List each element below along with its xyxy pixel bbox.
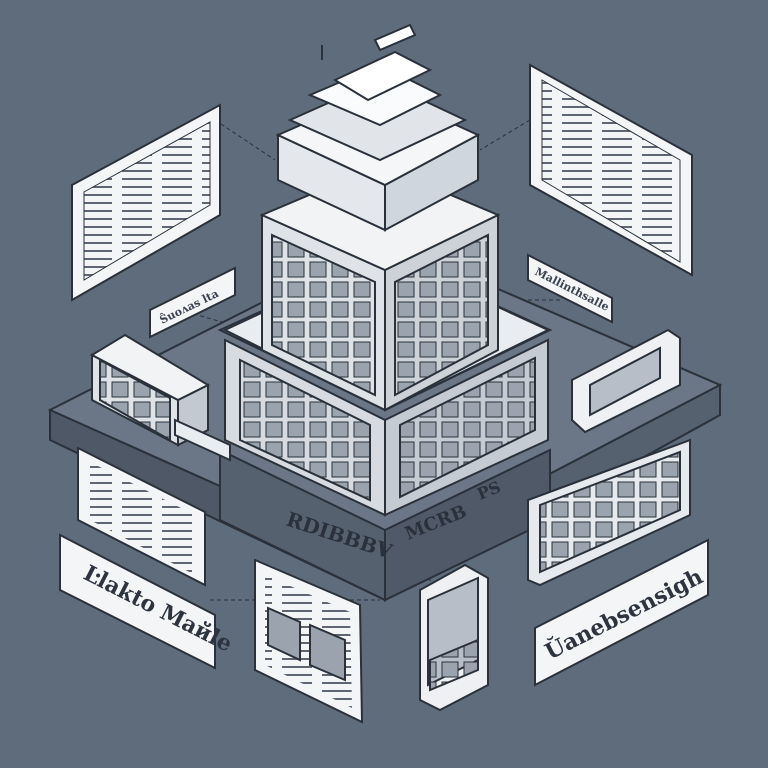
tag-right bbox=[527, 253, 613, 324]
document-panel-lower-left bbox=[77, 446, 206, 587]
sign-left bbox=[59, 533, 216, 670]
booklet bbox=[254, 558, 364, 724]
sign-right bbox=[534, 538, 709, 687]
server-rack bbox=[89, 333, 231, 462]
device-right bbox=[571, 328, 681, 434]
tag-left bbox=[149, 266, 236, 339]
handheld-device bbox=[419, 563, 489, 712]
document-panel-top-right bbox=[529, 63, 693, 277]
tower-building bbox=[222, 23, 551, 517]
tag-right-text: Mallinthsalle bbox=[533, 265, 612, 314]
document-panel-top-left bbox=[71, 103, 221, 302]
document-panel-lower-right bbox=[527, 438, 691, 587]
